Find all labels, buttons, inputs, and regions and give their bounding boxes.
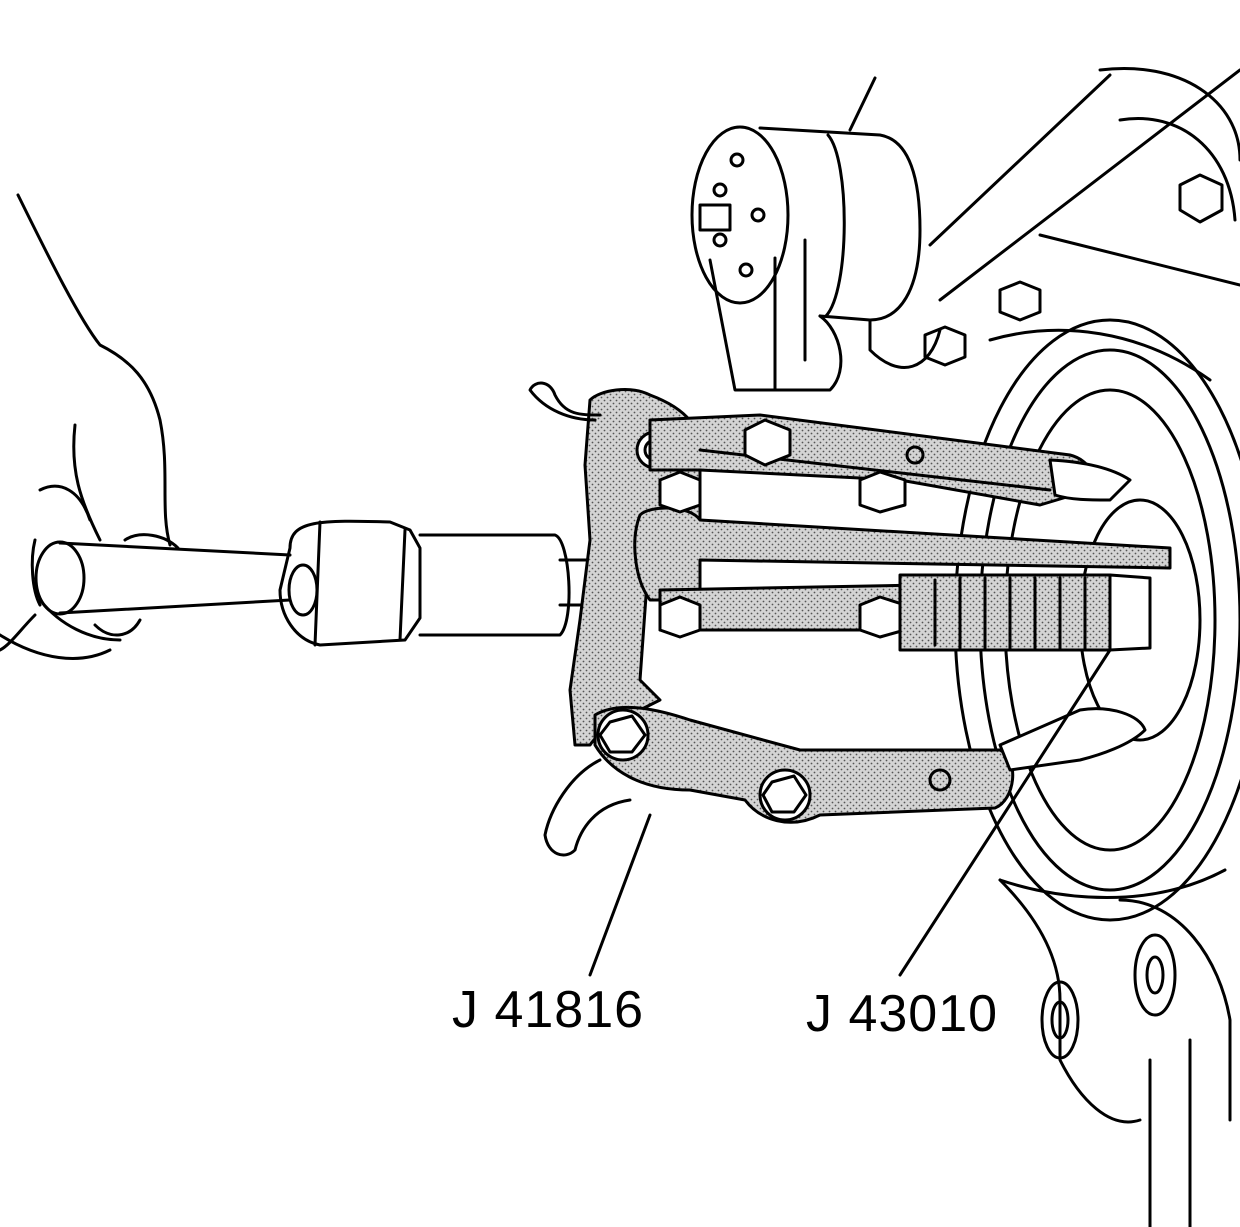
engine-front-cover — [928, 67, 1240, 1227]
callout-puller-tool: J 41816 — [452, 981, 645, 1039]
callout-adapter-tool: J 43010 — [806, 985, 999, 1043]
cover-bolt — [923, 173, 1224, 1060]
leader-line-adapter — [898, 648, 1112, 977]
ratchet-wrench — [34, 519, 592, 647]
belt-tensioner — [690, 76, 942, 392]
callout-leader-lines — [588, 648, 1112, 977]
hand — [0, 193, 180, 660]
leader-line-puller — [588, 813, 652, 977]
forcing-screw — [898, 573, 1152, 652]
puller-tool-body — [528, 381, 1172, 857]
